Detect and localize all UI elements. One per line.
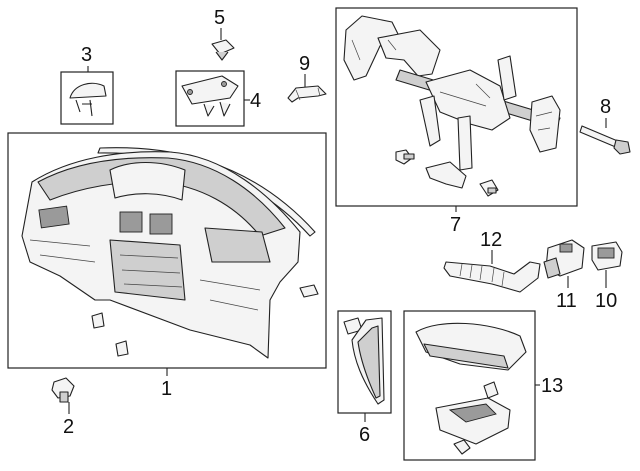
beam-right-bracket (529, 95, 561, 153)
center-vent-right (149, 213, 173, 235)
callout-9: 9 (299, 53, 310, 75)
part-10-switch-group: 10 (591, 241, 623, 312)
callout-3: 3 (81, 44, 92, 66)
part-9-bracket-group: 9 (287, 53, 327, 103)
beam-left-bracket (343, 15, 399, 81)
clip-5 (211, 39, 235, 55)
part-4-frame (175, 70, 245, 127)
part-2-bolt-group: 2 (51, 377, 75, 438)
callout-11: 11 (556, 290, 577, 312)
glovebox-latch (483, 381, 499, 399)
part-8-bolt-group: 8 (579, 96, 631, 155)
part-7-beam-group: 7 (335, 7, 578, 236)
beam-left-leg (419, 95, 441, 147)
part-11-switch-group: 11 (543, 239, 585, 312)
callout-6: 6 (359, 424, 370, 446)
callout-5: 5 (214, 7, 225, 29)
clip-b (115, 340, 129, 357)
center-stack (109, 239, 186, 301)
glovebox-opening (204, 227, 271, 263)
callout-7: 7 (450, 214, 461, 236)
part-3-cap-group: 3 (60, 44, 114, 125)
glovebox-bin (435, 397, 511, 445)
beam-bracket-small (425, 161, 467, 189)
callout-4: 4 (250, 90, 261, 112)
cluster-hood (109, 162, 186, 201)
part-5-clip-group: 5 (211, 7, 235, 61)
center-vent-left (119, 211, 143, 233)
part-13-glovebox-group: 13 (403, 310, 563, 461)
callout-10: 10 (595, 290, 617, 312)
duct-12 (443, 261, 541, 293)
clip-a (91, 312, 105, 329)
part-3-frame (60, 71, 114, 125)
cap-3 (69, 82, 107, 99)
beam-center-brace (425, 69, 511, 131)
beam-right-leg (457, 115, 473, 171)
glovebox-damper (453, 439, 471, 455)
part-1-instrument-panel-group: 1 (7, 132, 327, 400)
callout-1: 1 (161, 378, 172, 400)
callout-13: 13 (541, 375, 563, 397)
part-12-duct-group: 12 (443, 229, 541, 293)
callout-8: 8 (600, 96, 611, 118)
bracket-9 (287, 85, 327, 103)
part-4-bracket-group: 4 (175, 70, 261, 127)
part-6-trim-group: 6 (337, 310, 392, 446)
callout-12: 12 (480, 229, 502, 251)
left-vent (38, 205, 70, 229)
beam-top-brace (497, 55, 517, 101)
beam-upper-frame (377, 29, 441, 77)
clip-c (299, 284, 319, 298)
bolt-8 (579, 125, 621, 149)
callout-2: 2 (63, 416, 74, 438)
